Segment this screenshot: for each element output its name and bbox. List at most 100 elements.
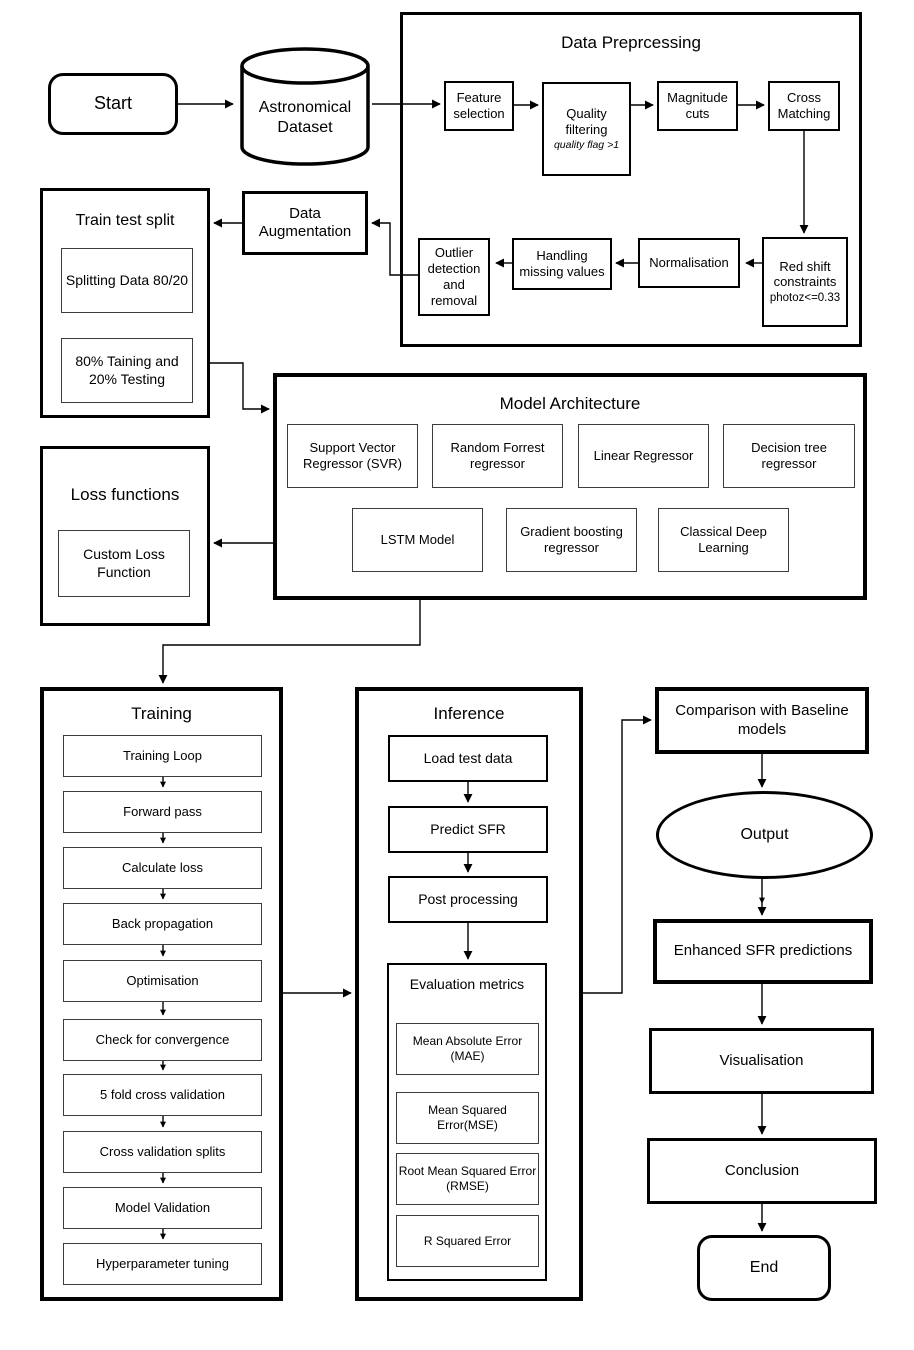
- data-augmentation-label: Data Augmentation: [258, 204, 352, 240]
- custom-loss-label: Custom Loss Function: [83, 546, 165, 580]
- training-step-back-propagation: Back propagation: [63, 903, 262, 945]
- inference-step-label: Predict SFR: [430, 820, 506, 837]
- cross-matching-label: Cross Matching: [777, 90, 831, 121]
- enhanced-sfr-label: Enhanced SFR predictions: [673, 942, 853, 960]
- inference-step-label: Post processing: [418, 890, 518, 907]
- dataset-label: Astronomical Dataset: [258, 98, 352, 136]
- red-shift-label: Red shift constraints: [773, 258, 837, 290]
- training-title: Training: [131, 704, 192, 723]
- model-gradient-boosting-label: Gradient boosting regressor: [520, 524, 623, 555]
- quality-filtering-node: Quality filtering quality flag >1: [542, 82, 631, 176]
- model-lstm-node: LSTM Model: [352, 508, 483, 572]
- model-classical-deep-learning-label: Classical Deep Learning: [680, 524, 767, 555]
- splitting-data-node: Splitting Data 80/20: [61, 248, 193, 313]
- evaluation-metrics-title: Evaluation metrics: [409, 976, 525, 992]
- model-gradient-boosting-node: Gradient boosting regressor: [506, 508, 637, 572]
- training-step-label: Optimisation: [126, 973, 199, 989]
- training-step-label: Model Validation: [114, 1200, 211, 1216]
- training-step-label: Training Loop: [122, 748, 202, 764]
- training-step-calculate-loss: Calculate loss: [63, 847, 262, 889]
- splitting-data-label: Splitting Data 80/20: [65, 271, 189, 288]
- comparison-baseline-node: Comparison with Baseline models: [655, 687, 869, 754]
- training-step-label: Cross validation splits: [99, 1144, 226, 1160]
- visualisation-node: Visualisation: [649, 1028, 874, 1094]
- training-step-hyperparameter-tuning: Hyperparameter tuning: [63, 1243, 262, 1285]
- cross-matching-node: Cross Matching: [768, 81, 840, 131]
- training-step-check-convergence: Check for convergence: [63, 1019, 262, 1061]
- training-step-label: Back propagation: [111, 916, 214, 932]
- enhanced-sfr-node: Enhanced SFR predictions: [653, 919, 873, 984]
- inference-step-label: Load test data: [423, 749, 513, 766]
- handling-missing-values-label: Handling missing values: [519, 248, 605, 279]
- model-random-forest-node: Random Forrest regressor: [432, 424, 563, 488]
- train-test-split-title: Train test split: [75, 212, 175, 229]
- custom-loss-node: Custom Loss Function: [58, 530, 190, 597]
- loss-functions-title: Loss functions: [70, 485, 180, 504]
- training-step-model-validation: Model Validation: [63, 1187, 262, 1229]
- start-node: Start: [48, 73, 178, 135]
- metric-r-squared-node: R Squared Error: [396, 1215, 539, 1267]
- metric-mse-label: Mean Squared Error(MSE): [428, 1103, 507, 1132]
- quality-filtering-label: Quality filtering: [565, 106, 608, 138]
- inference-step-post-processing: Post processing: [388, 876, 548, 923]
- preprocessing-title: Data Preprcessing: [561, 33, 701, 52]
- metric-rmse-node: Root Mean Squared Error (RMSE): [396, 1153, 539, 1205]
- model-linear-regressor-label: Linear Regressor: [593, 448, 694, 464]
- normalisation-node: Normalisation: [638, 238, 740, 288]
- end-label: End: [749, 1259, 779, 1277]
- red-shift-constraints-node: Red shift constraints photoz<=0.33: [762, 237, 848, 327]
- end-node: End: [697, 1235, 831, 1301]
- feature-selection-label: Feature selection: [453, 90, 505, 121]
- inference-title: Inference: [433, 704, 505, 723]
- model-svr-node: Support Vector Regressor (SVR): [287, 424, 418, 488]
- inference-step-load-test-data: Load test data: [388, 735, 548, 782]
- visualisation-label: Visualisation: [719, 1051, 804, 1069]
- start-label: Start: [93, 93, 132, 114]
- model-lstm-label: LSTM Model: [380, 532, 455, 548]
- output-label: Output: [740, 826, 789, 844]
- model-classical-deep-learning-node: Classical Deep Learning: [658, 508, 789, 572]
- training-step-label: 5 fold cross validation: [99, 1087, 225, 1103]
- comparison-baseline-label: Comparison with Baseline models: [675, 702, 849, 738]
- conclusion-node: Conclusion: [647, 1138, 877, 1204]
- metric-mae-label: Mean Absolute Error (MAE): [412, 1034, 523, 1063]
- model-decision-tree-label: Decision tree regressor: [751, 440, 827, 471]
- handling-missing-values-node: Handling missing values: [512, 238, 612, 290]
- model-svr-label: Support Vector Regressor (SVR): [303, 440, 402, 471]
- connector-inference-to-comparison: [583, 715, 652, 994]
- metric-rmse-label: Root Mean Squared Error (RMSE): [398, 1164, 537, 1193]
- outlier-detection-label: Outlier detection and removal: [427, 245, 481, 308]
- quality-filtering-note: quality flag >1: [553, 138, 620, 151]
- astronomical-dataset-node: Astronomical Dataset: [238, 45, 372, 168]
- metric-mse-node: Mean Squared Error(MSE): [396, 1092, 539, 1144]
- metric-mae-node: Mean Absolute Error (MAE): [396, 1023, 539, 1075]
- feature-selection-node: Feature selection: [444, 81, 514, 131]
- training-step-optimisation: Optimisation: [63, 960, 262, 1002]
- output-node: Output: [656, 791, 873, 879]
- train-test-ratio-node: 80% Taining and 20% Testing: [61, 338, 193, 403]
- training-step-label: Check for convergence: [95, 1032, 230, 1048]
- conclusion-label: Conclusion: [724, 1161, 800, 1179]
- model-decision-tree-node: Decision tree regressor: [723, 424, 855, 488]
- training-step-label: Forward pass: [123, 804, 202, 820]
- outlier-detection-node: Outlier detection and removal: [418, 238, 490, 316]
- red-shift-note: photoz<=0.33: [769, 292, 841, 305]
- training-step-label: Calculate loss: [122, 860, 203, 876]
- normalisation-label: Normalisation: [649, 255, 729, 271]
- connector-traintestsplit-to-model: [210, 362, 270, 414]
- train-test-ratio-label: 80% Taining and 20% Testing: [75, 353, 179, 387]
- inference-step-predict-sfr: Predict SFR: [388, 806, 548, 853]
- model-linear-regressor-node: Linear Regressor: [578, 424, 709, 488]
- model-random-forest-label: Random Forrest regressor: [450, 440, 545, 471]
- model-architecture-title: Model Architecture: [499, 394, 641, 413]
- data-augmentation-node: Data Augmentation: [242, 191, 368, 255]
- magnitude-cuts-label: Magnitude cuts: [667, 90, 728, 121]
- training-step-cv-splits: Cross validation splits: [63, 1131, 262, 1173]
- metric-r-squared-label: R Squared Error: [423, 1233, 512, 1248]
- training-step-loop: Training Loop: [63, 735, 262, 777]
- database-cylinder-icon: [240, 47, 370, 166]
- training-step-5-fold-cv: 5 fold cross validation: [63, 1074, 262, 1116]
- training-step-label: Hyperparameter tuning: [96, 1256, 229, 1272]
- magnitude-cuts-node: Magnitude cuts: [657, 81, 738, 131]
